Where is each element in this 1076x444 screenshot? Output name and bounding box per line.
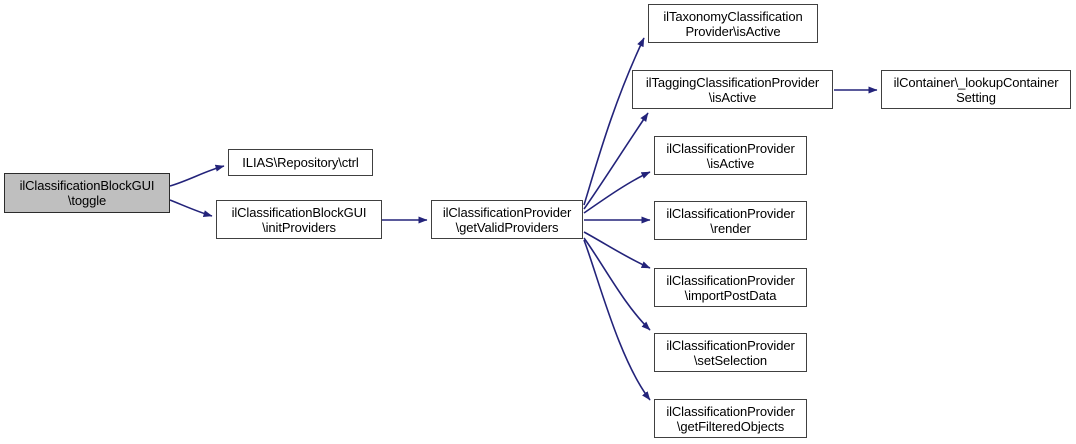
graph-edge-getValidProviders-to-taggingIsActive bbox=[583, 112, 649, 210]
graph-node-label: ilContainer\_lookupContainer Setting bbox=[893, 74, 1059, 105]
graph-node-label: ilClassificationBlockGUI \initProviders bbox=[231, 204, 367, 235]
graph-node-label: ilClassificationProvider \isActive bbox=[666, 140, 795, 171]
graph-node-label: ilClassificationProvider \getValidProvid… bbox=[442, 204, 572, 235]
graph-node-ctrl[interactable]: ILIAS\Repository\ctrl bbox=[228, 149, 373, 176]
graph-node-initProviders[interactable]: ilClassificationBlockGUI \initProviders bbox=[216, 200, 382, 239]
graph-node-label: ilClassificationProvider \importPostData bbox=[666, 272, 795, 303]
graph-node-providerGetFilteredObjects[interactable]: ilClassificationProvider \getFilteredObj… bbox=[654, 399, 807, 438]
graph-node-taggingIsActive[interactable]: ilTaggingClassificationProvider \isActiv… bbox=[632, 70, 833, 109]
graph-edge-toggle-to-initProviders bbox=[169, 199, 213, 218]
graph-node-label: ilTaxonomyClassification Provider\isActi… bbox=[663, 8, 803, 39]
graph-edge-getValidProviders-to-providerImportPostData bbox=[583, 231, 651, 269]
graph-node-taxonomyIsActive[interactable]: ilTaxonomyClassification Provider\isActi… bbox=[648, 4, 818, 43]
graph-node-label: ilClassificationProvider \render bbox=[666, 205, 795, 236]
graph-node-providerImportPostData[interactable]: ilClassificationProvider \importPostData bbox=[654, 268, 807, 307]
graph-node-getValidProviders[interactable]: ilClassificationProvider \getValidProvid… bbox=[431, 200, 583, 239]
graph-node-label: ilTaggingClassificationProvider \isActiv… bbox=[645, 74, 820, 105]
graph-node-label: ilClassificationProvider \setSelection bbox=[666, 337, 795, 368]
graph-edge-toggle-to-ctrl bbox=[169, 164, 225, 187]
graph-edge-getValidProviders-to-providerSetSelection bbox=[583, 237, 651, 331]
graph-node-label: ilClassificationBlockGUI \toggle bbox=[19, 178, 155, 208]
graph-node-providerIsActive[interactable]: ilClassificationProvider \isActive bbox=[654, 136, 807, 175]
graph-node-label: ILIAS\Repository\ctrl bbox=[242, 155, 359, 170]
graph-edge-getValidProviders-to-providerGetFilteredObjects bbox=[583, 239, 651, 401]
graph-node-providerRender[interactable]: ilClassificationProvider \render bbox=[654, 201, 807, 240]
graph-node-providerSetSelection[interactable]: ilClassificationProvider \setSelection bbox=[654, 333, 807, 372]
graph-node-toggle[interactable]: ilClassificationBlockGUI \toggle bbox=[4, 173, 170, 213]
graph-node-label: ilClassificationProvider \getFilteredObj… bbox=[666, 403, 795, 434]
graph-edge-getValidProviders-to-providerIsActive bbox=[583, 171, 651, 214]
graph-node-lookupContainerSetting[interactable]: ilContainer\_lookupContainer Setting bbox=[881, 70, 1071, 109]
graph-edge-getValidProviders-to-taxonomyIsActive bbox=[583, 37, 645, 206]
